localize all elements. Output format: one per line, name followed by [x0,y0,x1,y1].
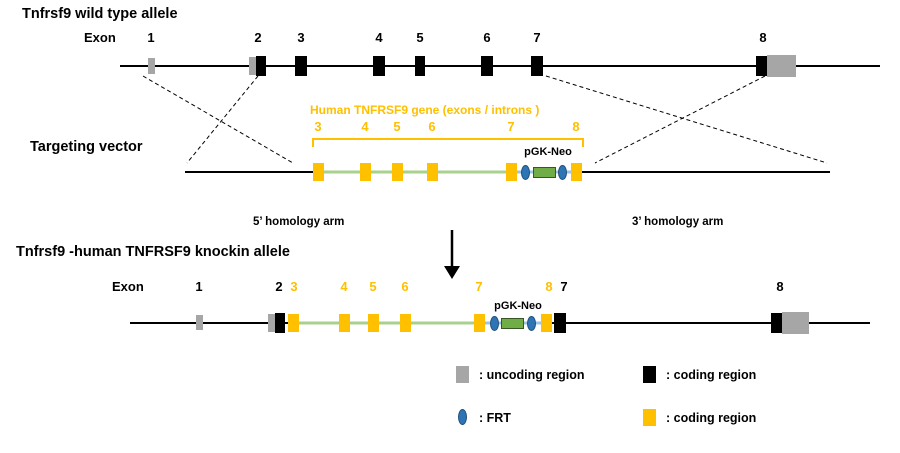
ki-human-exon8-box [541,314,552,332]
three-prime-homology-arm-label: 3’ homology arm [632,216,724,228]
legend-coding-swatch [643,366,656,383]
ki-exon2-coding-box [275,313,285,333]
ki-human-exon-number-5: 5 [369,279,377,294]
wt-exon-number-6: 6 [483,30,491,45]
ki-exon2-uncoding-box [268,314,275,332]
ki-human-exon-number-6: 6 [401,279,409,294]
wt-exon6-box [481,56,493,76]
vector-exon-number-4: 4 [361,119,369,134]
vector-exon5-box [392,163,403,181]
vector-exon-number-3: 3 [314,119,322,134]
wt-exon1-uncoding-box [148,58,155,74]
ki-neo-cassette-box [501,318,524,329]
recombination-arrow-head [444,266,460,279]
five-prime-homology-arm-label: 5’ homology arm [253,216,345,228]
vector-exon8-box [571,163,582,181]
vector-exon-number-8: 8 [572,119,580,134]
wt-exon-number-4: 4 [375,30,383,45]
wt-exon-label: Exon [84,30,116,45]
wt-exon3-box [295,56,307,76]
ki-exon1-uncoding-box [196,315,203,330]
vector-frt-left-icon [521,165,530,180]
vector-cassette-label: pGK-Neo [524,146,572,158]
legend-human-coding-label: : coding region [666,411,757,425]
vector-frt-right-icon [558,165,567,180]
wt-exon2-coding-box [256,56,266,76]
vector-exon-number-7: 7 [507,119,515,134]
wt-exon4-box [373,56,385,76]
wt-exon-number-5: 5 [416,30,424,45]
targeting-vector-label: Targeting vector [30,139,143,155]
wt-exon7-box [531,56,543,76]
legend-frt-label: : FRT [479,411,511,425]
vector-neo-cassette-box [533,167,556,178]
wt-exon-number-8: 8 [759,30,767,45]
vector-exon-number-6: 6 [428,119,436,134]
ki-human-exon4-box [339,314,350,332]
vector-exon7-box [506,163,517,181]
wt-exon-number-3: 3 [297,30,305,45]
wt-exon8-uncoding-box [767,55,796,77]
legend-coding-label: : coding region [666,368,757,382]
human-gene-bracket [312,138,584,147]
vector-exon6-box [427,163,438,181]
ki-mouse-exon8-uncoding-box [782,312,809,334]
ki-mouse-exon7-box [554,313,566,333]
ki-exon-number-2: 2 [275,279,283,294]
wild-type-title: Tnfrsf9 wild type allele [22,6,178,22]
wt-exon8-coding-box [756,56,767,76]
ki-cassette-label: pGK-Neo [494,300,542,312]
homology-dash-line-right-b [594,75,766,164]
ki-human-exon-number-8: 8 [545,279,553,294]
ki-human-exon-number-3: 3 [290,279,298,294]
ki-frt-right-icon [527,316,536,331]
ki-mouse-exon8-coding-box [771,313,782,333]
vector-exon-number-5: 5 [393,119,401,134]
ki-human-exon3-box [288,314,299,332]
ki-human-exon6-box [400,314,411,332]
ki-exon-number-1: 1 [195,279,203,294]
ki-human-exon-number-4: 4 [340,279,348,294]
wt-exon5-box [415,56,425,76]
ki-mouse-exon-number-7: 7 [560,279,568,294]
ki-mouse-exon-number-8: 8 [776,279,784,294]
wt-exon-number-1: 1 [147,30,155,45]
ki-human-exon-number-7: 7 [475,279,483,294]
wt-exon-number-2: 2 [254,30,262,45]
homology-dash-line-left-a [142,75,294,164]
homology-dash-line-left-b [186,75,259,164]
ki-frt-left-icon [490,316,499,331]
vector-exon3-box [313,163,324,181]
knockin-title: Tnfrsf9 -human TNFRSF9 knockin allele [16,244,290,260]
legend-uncoding-label: : uncoding region [479,368,585,382]
homology-dash-line-right-a [545,75,828,164]
wt-exon2-uncoding-box [249,57,256,75]
legend-human-coding-swatch [643,409,656,426]
ki-exon-label: Exon [112,279,144,294]
ki-human-exon7-box [474,314,485,332]
human-gene-label: Human TNFRSF9 gene (exons / introns ) [310,103,540,117]
vector-exon4-box [360,163,371,181]
legend-frt-icon [458,409,467,425]
legend-uncoding-swatch [456,366,469,383]
wt-exon-number-7: 7 [533,30,541,45]
ki-human-exon5-box [368,314,379,332]
